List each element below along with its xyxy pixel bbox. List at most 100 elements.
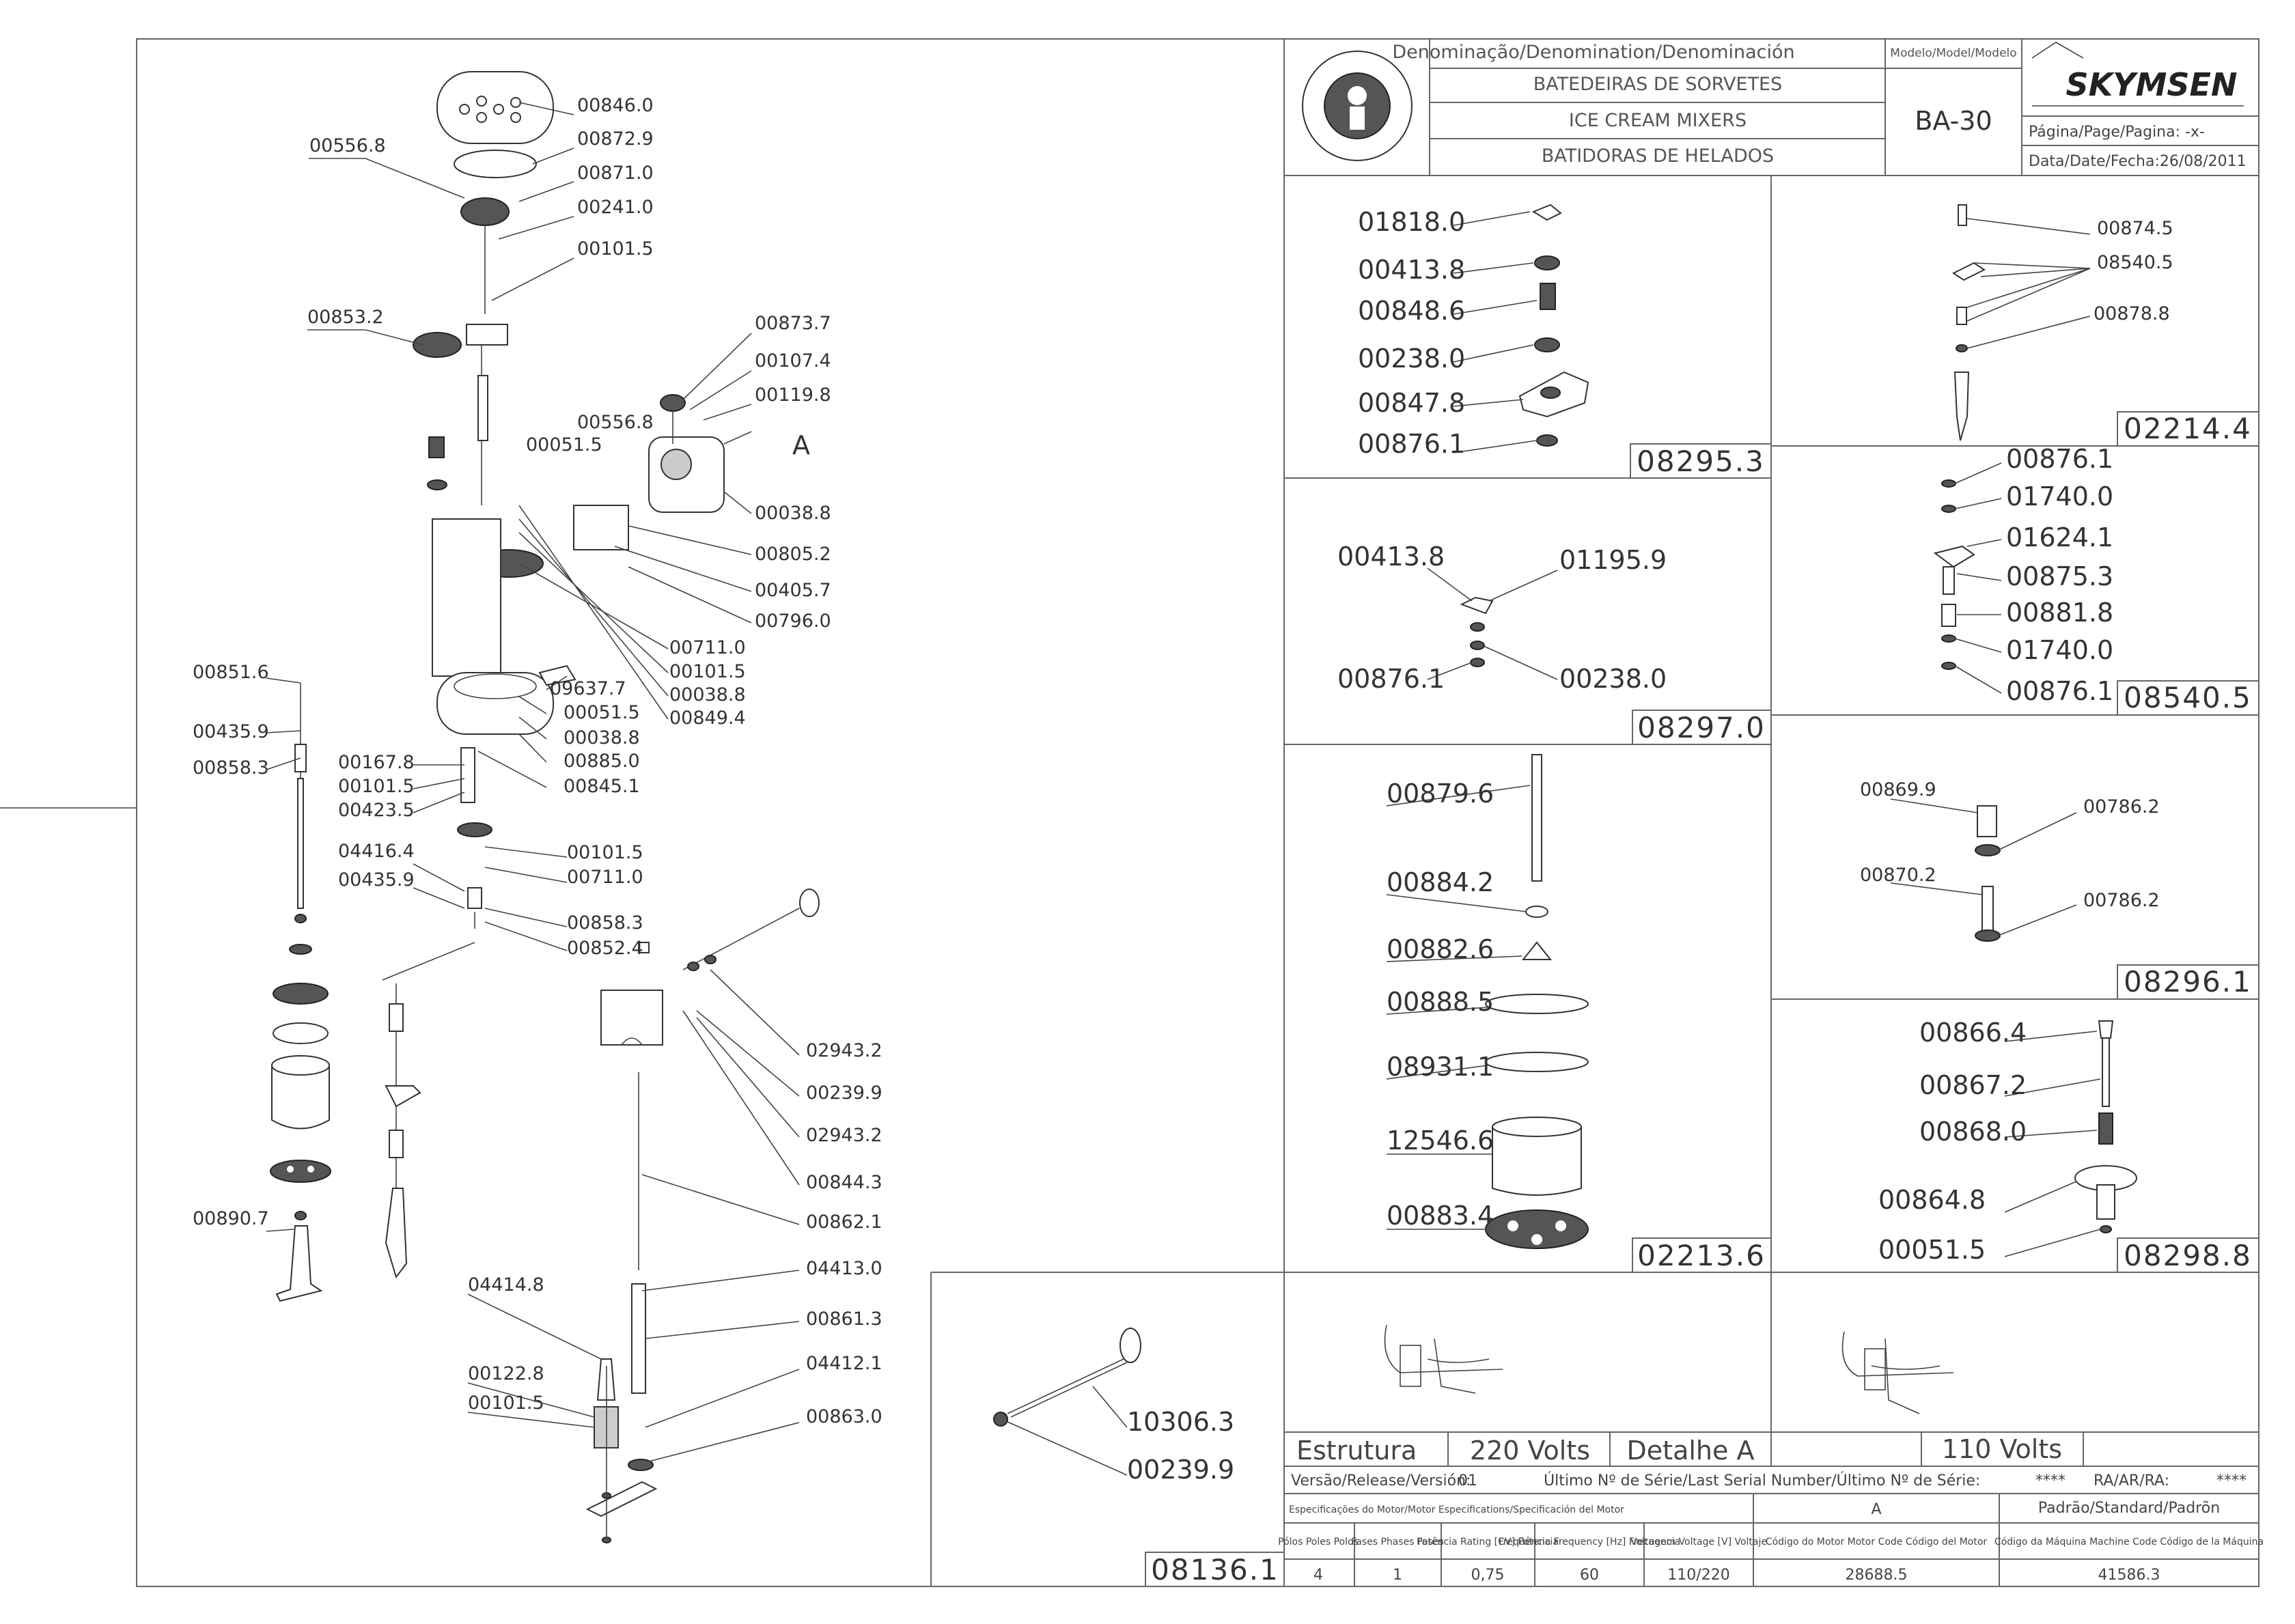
- part-label: 00851.6: [193, 662, 269, 683]
- part-label: 00101.5: [669, 661, 746, 682]
- denomination-title: Denominação/Denomination/Denominación: [1392, 42, 1794, 63]
- part-label: 04414.8: [468, 1274, 544, 1296]
- part-label: 00239.9: [806, 1082, 882, 1104]
- part-label: 00167.8: [338, 752, 415, 773]
- panel-code: 08297.0: [1637, 711, 1766, 744]
- part-label: 00038.8: [755, 503, 831, 524]
- page-label: Página/Page/Pagina: -x-: [2029, 124, 2205, 141]
- part-label: 00881.8: [2006, 598, 2113, 628]
- part-label: 00866.4: [1919, 1018, 2027, 1048]
- part-label: 00786.2: [2083, 796, 2160, 817]
- part-label: 08931.1: [1387, 1052, 1494, 1082]
- title-block: Denominação/Denomination/Denominación BA…: [1302, 42, 2247, 170]
- part-label: 00101.5: [567, 842, 643, 863]
- detail-sketch-110v: [1841, 1331, 1954, 1414]
- part-label: 00848.6: [1358, 296, 1465, 326]
- part-label: 08540.5: [2097, 252, 2173, 273]
- right-column-stack: [585, 888, 820, 1543]
- col-head-phases: Fases Phases Fases: [1351, 1537, 1443, 1548]
- part-label: 00876.1: [1337, 664, 1445, 694]
- col-head-machine-code: Código da Máquina Machine Code Código de…: [1994, 1537, 2264, 1548]
- part-label: 04413.0: [806, 1258, 882, 1279]
- col-head-voltage: Voltagem Voltage [V] Voltaje: [1630, 1537, 1767, 1548]
- part-label: 00876.1: [1358, 429, 1465, 459]
- brand-logo: SKYMSEN: [2066, 66, 2238, 103]
- model-title: Modelo/Model/Modelo: [1890, 46, 2016, 60]
- part-label: 00556.8: [309, 135, 386, 156]
- part-label: 00876.1: [2006, 676, 2113, 706]
- panel-code: 08540.5: [2124, 681, 2252, 714]
- model-code: BA-30: [1915, 106, 1992, 136]
- part-label: 00863.0: [806, 1406, 882, 1427]
- part-label: 00871.0: [577, 163, 654, 184]
- part-label: 01740.0: [2006, 481, 2113, 512]
- part-label: 00864.8: [1878, 1185, 1986, 1215]
- part-label: 00119.8: [755, 384, 831, 406]
- part-label: 00845.1: [564, 776, 640, 797]
- belt: [454, 150, 537, 178]
- panel-code: 08296.1: [2124, 965, 2252, 998]
- part-label: 00101.5: [577, 238, 654, 260]
- part-label: 00858.3: [567, 912, 643, 934]
- panel-code: 02214.4: [2124, 412, 2252, 445]
- part-label: 00861.3: [806, 1308, 882, 1330]
- motor-bracket: [573, 505, 629, 550]
- version-label: Versão/Release/Versión:: [1291, 1472, 1471, 1489]
- pulley-bracket: [466, 324, 508, 346]
- panel-08136: 10306.3 00239.9 08136.1: [993, 1328, 1279, 1586]
- bearing-spring: [428, 436, 445, 458]
- part-label: 04412.1: [806, 1353, 882, 1374]
- bowl-lid: [273, 983, 329, 1005]
- date-label: Data/Date/Fecha:26/08/2011: [2029, 153, 2247, 170]
- part-label: 12546.6: [1387, 1125, 1494, 1156]
- part-label: 00868.0: [1919, 1117, 2027, 1147]
- part-label: 00413.8: [1337, 542, 1445, 572]
- middle-stirrer-stack: [385, 983, 421, 1279]
- value-poles: 4: [1313, 1567, 1323, 1584]
- part-label: 00862.1: [806, 1212, 882, 1233]
- panel-code: 02213.6: [1637, 1239, 1766, 1272]
- value-frequency: 60: [1580, 1567, 1599, 1584]
- part-label: 00239.9: [1127, 1455, 1234, 1485]
- part-label: 00038.8: [564, 727, 640, 748]
- volts-220: 220 Volts: [1470, 1436, 1590, 1466]
- part-label: 00786.2: [2083, 890, 2160, 911]
- part-label: 00796.0: [755, 611, 831, 632]
- panel-02214: 00874.5 08540.5 00878.8 02214.4: [1952, 204, 2252, 445]
- serial-label: Último Nº de Série/Last Serial Number/Úl…: [1544, 1472, 1980, 1489]
- main-part-labels: 00846.0 00872.9 00871.0 00241.0 00101.5 …: [193, 95, 882, 1427]
- part-label: 00878.8: [2094, 303, 2170, 324]
- part-label: 00051.5: [1878, 1235, 1986, 1265]
- part-label: 00556.8: [577, 412, 654, 433]
- part-label: 00101.5: [338, 776, 415, 797]
- base-plate: [436, 672, 554, 735]
- part-label: 00238.0: [1559, 664, 1667, 694]
- part-label: 00051.5: [564, 702, 640, 723]
- spec-footer: Estrutura 220 Volts Detalhe A 110 Volts …: [1278, 1431, 2264, 1584]
- col-head-poles: Pólos Poles Polos: [1278, 1537, 1359, 1548]
- spec-a: A: [1871, 1501, 1881, 1518]
- part-label: 00423.5: [338, 800, 415, 821]
- spec-standard: Padrão/Standard/Padrõn: [2038, 1500, 2220, 1517]
- part-label: 00884.2: [1387, 867, 1494, 897]
- ra-label: RA/AR/RA:: [2094, 1472, 2169, 1489]
- part-label: 00883.4: [1387, 1201, 1494, 1231]
- part-label: 00875.3: [2006, 561, 2113, 591]
- part-label: 00805.2: [755, 544, 831, 565]
- panel-code: 08295.3: [1637, 445, 1765, 478]
- panel-code: 08136.1: [1151, 1553, 1279, 1586]
- skymsen-logo: SKYMSEN: [2031, 42, 2244, 107]
- part-label: 00711.0: [669, 637, 746, 658]
- main-exploded-view: 00846.0 00872.9 00871.0 00241.0 00101.5 …: [193, 71, 882, 1543]
- spec-title: Especificações do Motor/Motor Especifica…: [1289, 1504, 1624, 1515]
- version-value: 01: [1458, 1472, 1477, 1489]
- part-label: 00847.8: [1358, 388, 1465, 418]
- pulley: [460, 197, 510, 226]
- name-pt: BATEDEIRAS DE SORVETES: [1533, 74, 1782, 95]
- panel-08296: 00869.9 00786.2 00870.2 00786.2 08296.1: [1860, 779, 2252, 998]
- part-label: 00852.4: [567, 938, 643, 959]
- part-label: 00867.2: [1919, 1070, 2027, 1100]
- part-label: 00405.7: [755, 580, 831, 601]
- part-label: 02943.2: [806, 1125, 882, 1146]
